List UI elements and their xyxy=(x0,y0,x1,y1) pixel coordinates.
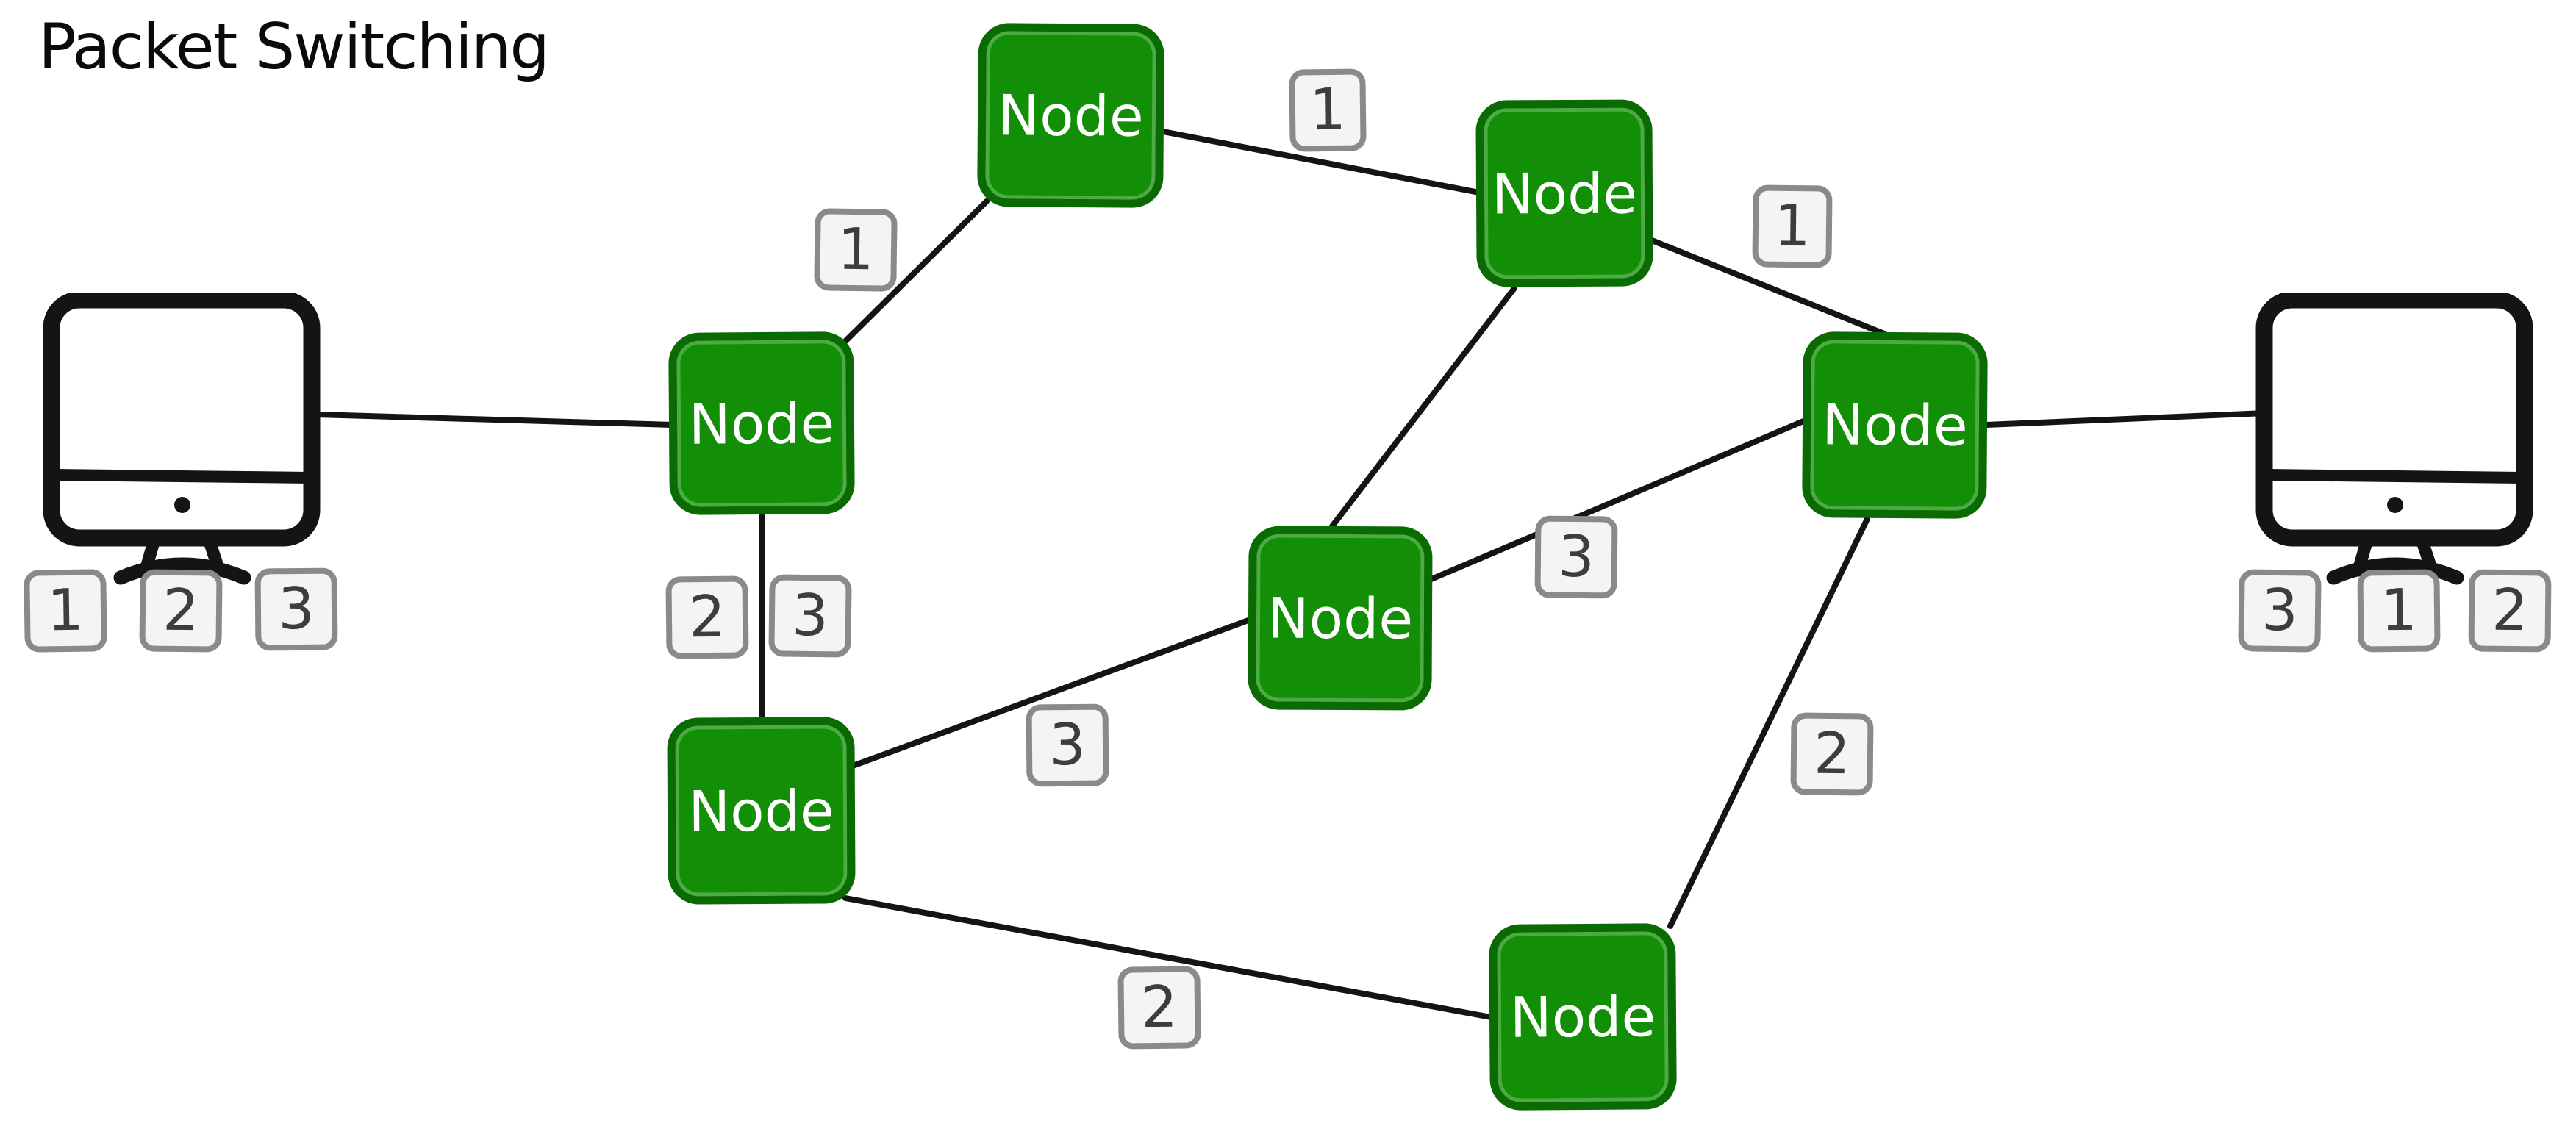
edge-nodec-noded xyxy=(1329,285,1517,529)
diagram-title: Packet Switching xyxy=(38,10,550,84)
node-f: Node xyxy=(1802,331,1988,519)
edge-nodee-nodeg xyxy=(842,895,1494,1020)
node-label: Node xyxy=(1822,392,1968,459)
left-packet-1: 1 xyxy=(24,569,107,653)
node-a: Node xyxy=(668,331,855,515)
edge-label-ab: 1 xyxy=(814,208,898,292)
edge-nodea-nodeb xyxy=(840,198,990,347)
edge-nodef-rightpc xyxy=(1983,410,2269,428)
node-d: Node xyxy=(1248,526,1433,711)
edge-nodec-nodef xyxy=(1649,237,1887,337)
right-packet-3: 2 xyxy=(2468,569,2552,653)
right-packet-2: 1 xyxy=(2357,569,2441,653)
edge-label-ae-3: 3 xyxy=(768,574,852,658)
node-label: Node xyxy=(688,777,834,844)
edge-nodee-noded xyxy=(850,617,1251,769)
edge-label-ae-2: 2 xyxy=(665,575,749,659)
edge-label-bc: 1 xyxy=(1289,68,1367,152)
edge-label-ed: 3 xyxy=(1026,703,1109,787)
node-b: Node xyxy=(977,23,1164,208)
edge-nodeb-nodec xyxy=(1160,129,1482,196)
node-e: Node xyxy=(667,717,856,905)
left-packet-3: 3 xyxy=(254,567,338,651)
node-g: Node xyxy=(1489,923,1677,1111)
edge-label-df: 3 xyxy=(1534,515,1618,599)
node-label: Node xyxy=(1267,584,1414,652)
edge-label-eg: 2 xyxy=(1117,966,1201,1050)
node-label: Node xyxy=(1491,159,1638,227)
node-label: Node xyxy=(1509,983,1656,1050)
node-c: Node xyxy=(1475,99,1653,287)
left-packet-2: 2 xyxy=(139,569,223,653)
node-label: Node xyxy=(688,390,835,457)
node-label: Node xyxy=(998,82,1144,149)
edge-nodef-nodeg xyxy=(1667,516,1870,929)
edge-leftpc-nodea xyxy=(313,412,675,428)
edge-noded-nodef xyxy=(1428,418,1806,582)
right-computer-icon xyxy=(2251,293,2538,587)
left-computer-icon xyxy=(38,293,325,587)
edge-label-cf: 1 xyxy=(1752,184,1833,268)
right-packet-1: 3 xyxy=(2238,569,2322,653)
edge-label-fg: 2 xyxy=(1790,712,1874,796)
